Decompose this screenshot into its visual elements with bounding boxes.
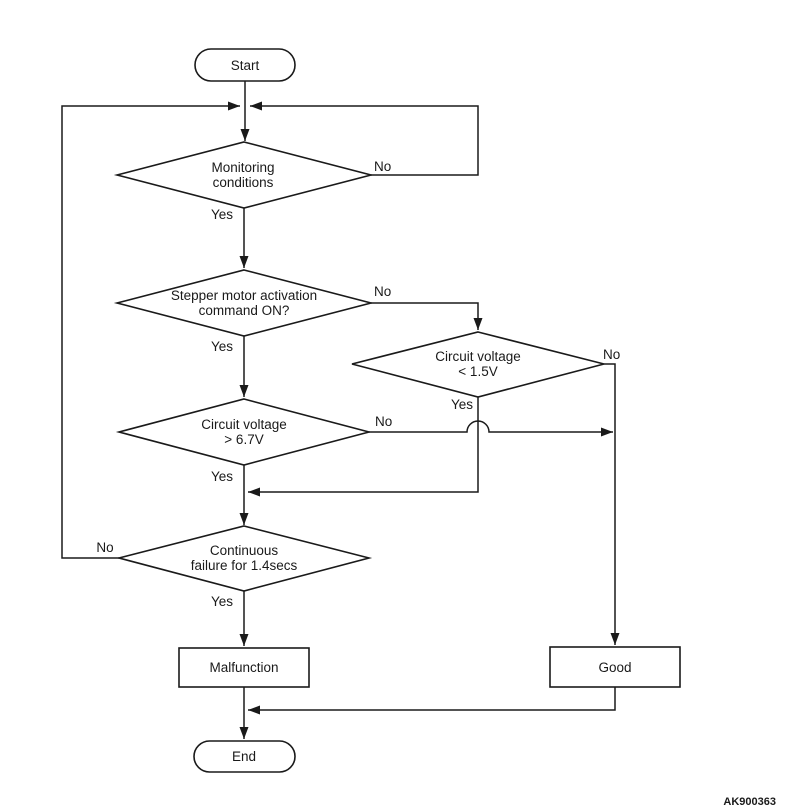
- node-monitoring-label-line1: Monitoring: [211, 160, 274, 175]
- node-end-shape: [193, 740, 296, 773]
- node-continuous-shape: [115, 525, 373, 592]
- edge-voltage-low-no: [604, 363, 620, 645]
- figure-code-label: AK900363: [723, 796, 776, 808]
- node-continuous-label-line2: failure for 1.4secs: [191, 558, 298, 573]
- edge-label-stepper-no: No: [374, 284, 391, 299]
- edge-voltage-high-no: [369, 420, 613, 437]
- node-end-label: End: [232, 749, 256, 764]
- node-voltage-low-label-line1: Circuit voltage: [435, 349, 521, 364]
- node-voltage-high-label-line1: Circuit voltage: [201, 417, 287, 432]
- edge-continuous-no-loop: [61, 101, 240, 559]
- edge-label-voltage-low-yes: Yes: [451, 397, 473, 412]
- edge-label-monitoring-no: No: [374, 159, 391, 174]
- node-start-shape: [194, 48, 296, 82]
- node-voltage-low-shape: [351, 331, 605, 398]
- node-good-label: Good: [598, 660, 631, 675]
- node-continuous-label-line1: Continuous: [210, 543, 279, 558]
- node-voltage-high-shape: [115, 398, 373, 466]
- edge-label-voltage-low-no: No: [603, 347, 620, 362]
- edge-label-stepper-yes: Yes: [211, 339, 233, 354]
- edge-label-monitoring-yes: Yes: [211, 207, 233, 222]
- node-malfunction-label: Malfunction: [209, 660, 278, 675]
- edge-label-voltage-high-yes: Yes: [211, 469, 233, 484]
- node-good-shape: [549, 646, 681, 688]
- node-stepper-label-line2: command ON?: [199, 303, 290, 318]
- edge-voltage-low-yes: [248, 397, 479, 497]
- node-monitoring-shape: [113, 141, 375, 209]
- node-start-label: Start: [231, 58, 260, 73]
- edge-label-continuous-no: No: [96, 540, 113, 555]
- edge-monitoring-no-loop: [250, 101, 479, 176]
- edge-label-continuous-yes: Yes: [211, 594, 233, 609]
- node-monitoring-label-line2: conditions: [213, 175, 274, 190]
- node-voltage-low-label-line2: < 1.5V: [458, 364, 497, 379]
- node-malfunction-shape: [178, 647, 310, 688]
- node-stepper-shape: [113, 269, 375, 337]
- node-voltage-high-label-line2: > 6.7V: [224, 432, 263, 447]
- edge-stepper-no: [371, 302, 483, 330]
- edge-label-voltage-high-no: No: [375, 414, 392, 429]
- edge-good-to-end: [248, 687, 616, 715]
- node-stepper-label-line1: Stepper motor activation: [171, 288, 317, 303]
